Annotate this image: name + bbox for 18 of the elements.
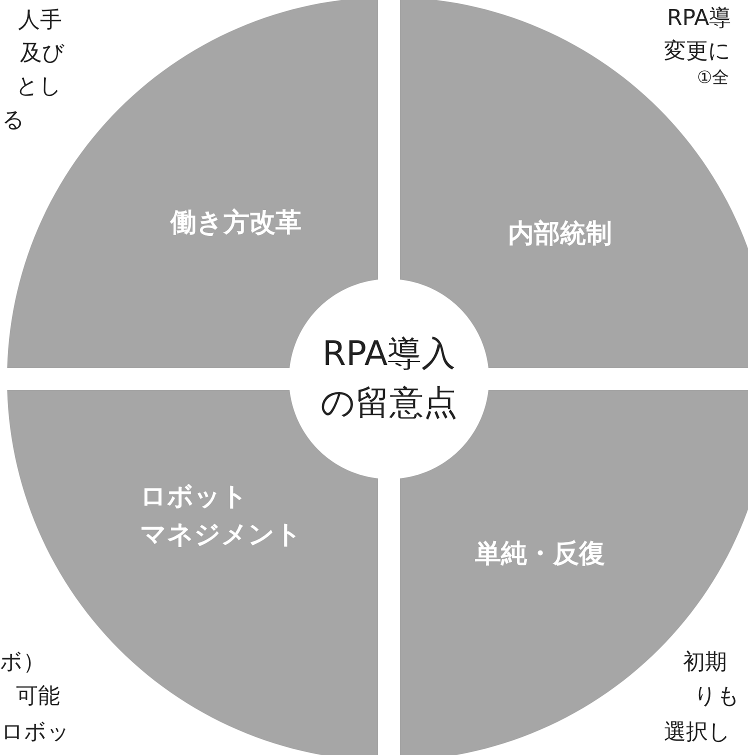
note-text: 変更に (664, 41, 731, 63)
segment-title: 内部統制 (508, 218, 612, 251)
note-text: ボ） (0, 652, 45, 674)
note-text: 初期 (683, 652, 727, 674)
note-text: 選択し (664, 722, 731, 744)
note-text: 可能 (16, 686, 60, 708)
note-text: とし (16, 76, 62, 98)
segment-title: 働き方改革 (170, 207, 302, 240)
note-text: りも (694, 686, 740, 708)
note-text: る (2, 110, 25, 132)
segment-title: 単純・反復 (475, 538, 605, 571)
note-text: ロボッ (1, 722, 70, 744)
note-text: 人手 (18, 10, 62, 32)
note-text: RPA導 (667, 8, 732, 30)
segment-title: ロボットマネジメント (140, 481, 302, 552)
note-text: 及び (20, 43, 65, 65)
center-title: RPA導入の留意点 (320, 332, 458, 425)
note-text: ①全 (697, 70, 730, 87)
